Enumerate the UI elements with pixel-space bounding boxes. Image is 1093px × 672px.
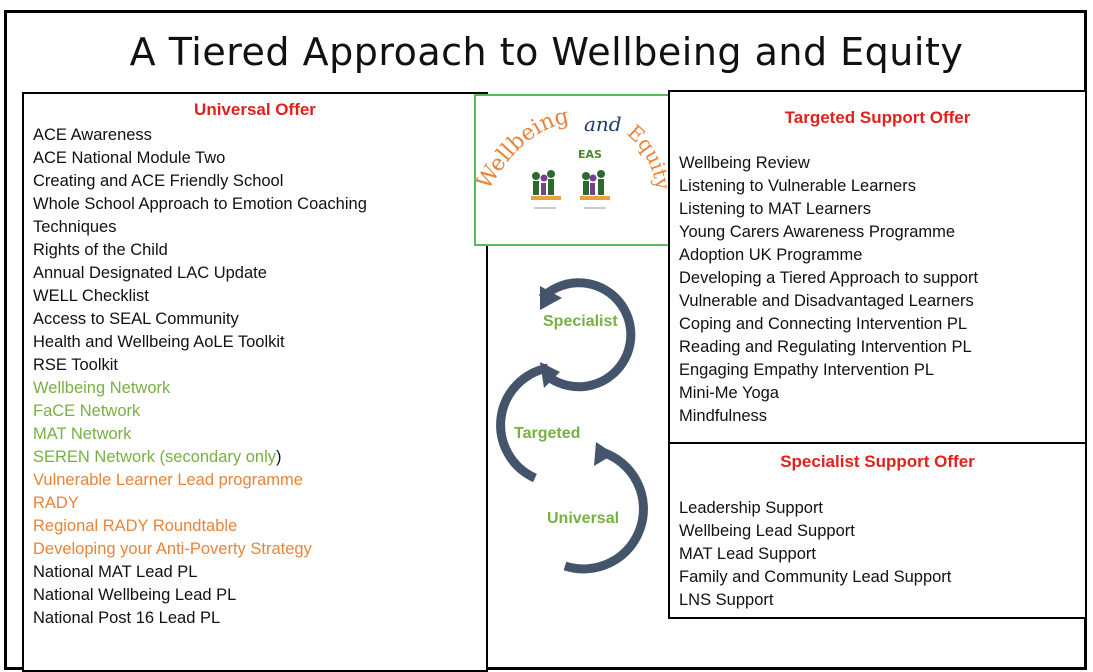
targeted-support-item: Vulnerable and Disadvantaged Learners xyxy=(679,292,974,310)
tier-cycle-diagram: Specialist Targeted Universal xyxy=(480,270,670,590)
universal-offer-item: Annual Designated LAC Update xyxy=(33,262,367,285)
universal-offer-item-text: SEREN Network (secondary only xyxy=(33,448,277,466)
universal-offer-item-text: Vulnerable Learner Lead programme xyxy=(33,471,303,489)
universal-offer-item-text: Health and Wellbeing AoLE Toolkit xyxy=(33,333,285,351)
specialist-support-item: MAT Lead Support xyxy=(679,545,816,563)
cycle-label-universal: Universal xyxy=(547,510,620,527)
universal-offer-item-text: Access to SEAL Community xyxy=(33,310,239,328)
universal-offer-item-text: National MAT Lead PL xyxy=(33,563,198,581)
universal-offer-item: Access to SEAL Community xyxy=(33,308,367,331)
universal-offer-item-text: Techniques xyxy=(33,218,117,236)
specialist-support-item: Wellbeing Lead Support xyxy=(679,522,855,540)
universal-arc-arrow xyxy=(563,447,648,574)
universal-offer-item: RSE Toolkit xyxy=(33,354,367,377)
universal-offer-item: Techniques xyxy=(33,216,367,239)
logo-figures-icon xyxy=(531,170,610,209)
specialist-support-heading: Specialist Support Offer xyxy=(780,452,975,471)
targeted-support-item: Listening to MAT Learners xyxy=(679,200,871,218)
universal-offer-item: MAT Network xyxy=(33,423,367,446)
cycle-label-targeted: Targeted xyxy=(514,425,581,442)
universal-offer-item: National Wellbeing Lead PL xyxy=(33,584,367,607)
universal-offer-item: Whole School Approach to Emotion Coachin… xyxy=(33,193,367,216)
targeted-support-item: Listening to Vulnerable Learners xyxy=(679,177,916,195)
universal-offer-item-text: WELL Checklist xyxy=(33,287,149,305)
universal-offer-item-text: Developing your Anti-Poverty Strategy xyxy=(33,540,312,558)
universal-offer-item-text: Rights of the Child xyxy=(33,241,168,259)
universal-offer-item: RADY xyxy=(33,492,367,515)
universal-offer-item: ACE National Module Two xyxy=(33,147,367,170)
cycle-arrows xyxy=(496,278,648,574)
universal-offer-item: Regional RADY Roundtable xyxy=(33,515,367,538)
targeted-support-item: Mini-Me Yoga xyxy=(679,384,779,402)
specialist-support-item: Leadership Support xyxy=(679,499,824,517)
universal-offer-item: FaCE Network xyxy=(33,400,367,423)
universal-offer-item-text: FaCE Network xyxy=(33,402,141,420)
specialist-arrowhead-icon xyxy=(540,286,562,310)
specialist-arc-arrow xyxy=(538,278,636,392)
universal-offer-item: Vulnerable Learner Lead programme xyxy=(33,469,367,492)
universal-offer-item: Wellbeing Network xyxy=(33,377,367,400)
targeted-arc-arrow xyxy=(496,363,549,483)
universal-offer-item: WELL Checklist xyxy=(33,285,367,308)
wellbeing-equity-logo: Wellbeing and Equity EAS xyxy=(472,94,676,246)
specialist-support-box: Specialist Support Offer Leadership Supp… xyxy=(668,442,1087,619)
universal-arrowhead-icon xyxy=(594,442,614,466)
universal-offer-item: Health and Wellbeing AoLE Toolkit xyxy=(33,331,367,354)
specialist-support-item: Family and Community Lead Support xyxy=(679,568,952,586)
targeted-arrowhead-icon xyxy=(540,362,560,388)
targeted-support-item: Wellbeing Review xyxy=(679,154,810,172)
logo-badge-eas: EAS xyxy=(578,148,602,161)
universal-offer-item-text: Creating and ACE Friendly School xyxy=(33,172,284,190)
universal-offer-item: Rights of the Child xyxy=(33,239,367,262)
targeted-support-item: Reading and Regulating Intervention PL xyxy=(679,338,972,356)
universal-offer-item: National Post 16 Lead PL xyxy=(33,607,367,630)
universal-offer-item-text: Annual Designated LAC Update xyxy=(33,264,267,282)
targeted-support-heading: Targeted Support Offer xyxy=(784,108,971,127)
universal-offer-item-text: National Post 16 Lead PL xyxy=(33,609,221,627)
logo-word-equity: Equity xyxy=(623,120,672,192)
targeted-support-item: Coping and Connecting Intervention PL xyxy=(679,315,968,333)
universal-offer-item-text: RADY xyxy=(33,494,79,512)
targeted-support-item: Young Carers Awareness Programme xyxy=(679,223,956,241)
universal-offer-item-text: National Wellbeing Lead PL xyxy=(33,586,237,604)
universal-offer-item-text: Wellbeing Network xyxy=(33,379,171,397)
targeted-support-item: Engaging Empathy Intervention PL xyxy=(679,361,935,379)
logo-word-and: and xyxy=(584,112,622,136)
targeted-support-item: Developing a Tiered Approach to support xyxy=(679,269,979,287)
page-title: A Tiered Approach to Wellbeing and Equit… xyxy=(129,30,964,74)
universal-offer-item: Developing your Anti-Poverty Strategy xyxy=(33,538,367,561)
universal-offer-item-text: ACE National Module Two xyxy=(33,149,226,167)
logo-graphic: Wellbeing and Equity EAS xyxy=(472,104,676,209)
universal-offer-heading: Universal Offer xyxy=(194,100,316,119)
universal-offer-item-text: MAT Network xyxy=(33,425,132,443)
targeted-support-item: Adoption UK Programme xyxy=(679,246,863,264)
universal-offer-item-text: ACE Awareness xyxy=(33,126,152,144)
targeted-support-item: Mindfulness xyxy=(679,407,768,425)
universal-offer-item-text: Whole School Approach to Emotion Coachin… xyxy=(33,195,367,213)
cycle-label-specialist: Specialist xyxy=(543,313,618,330)
universal-offer-item-suffix: ) xyxy=(276,448,282,466)
universal-offer-item: Creating and ACE Friendly School xyxy=(33,170,367,193)
universal-offer-item: ACE Awareness xyxy=(33,124,367,147)
specialist-support-item: LNS Support xyxy=(679,591,774,609)
universal-offer-item: SEREN Network (secondary only) xyxy=(33,446,367,469)
universal-offer-item: National MAT Lead PL xyxy=(33,561,367,584)
universal-offer-item-text: Regional RADY Roundtable xyxy=(33,517,238,535)
universal-offer-item-text: RSE Toolkit xyxy=(33,356,118,374)
logo-word-wellbeing: Wellbeing xyxy=(476,104,571,194)
